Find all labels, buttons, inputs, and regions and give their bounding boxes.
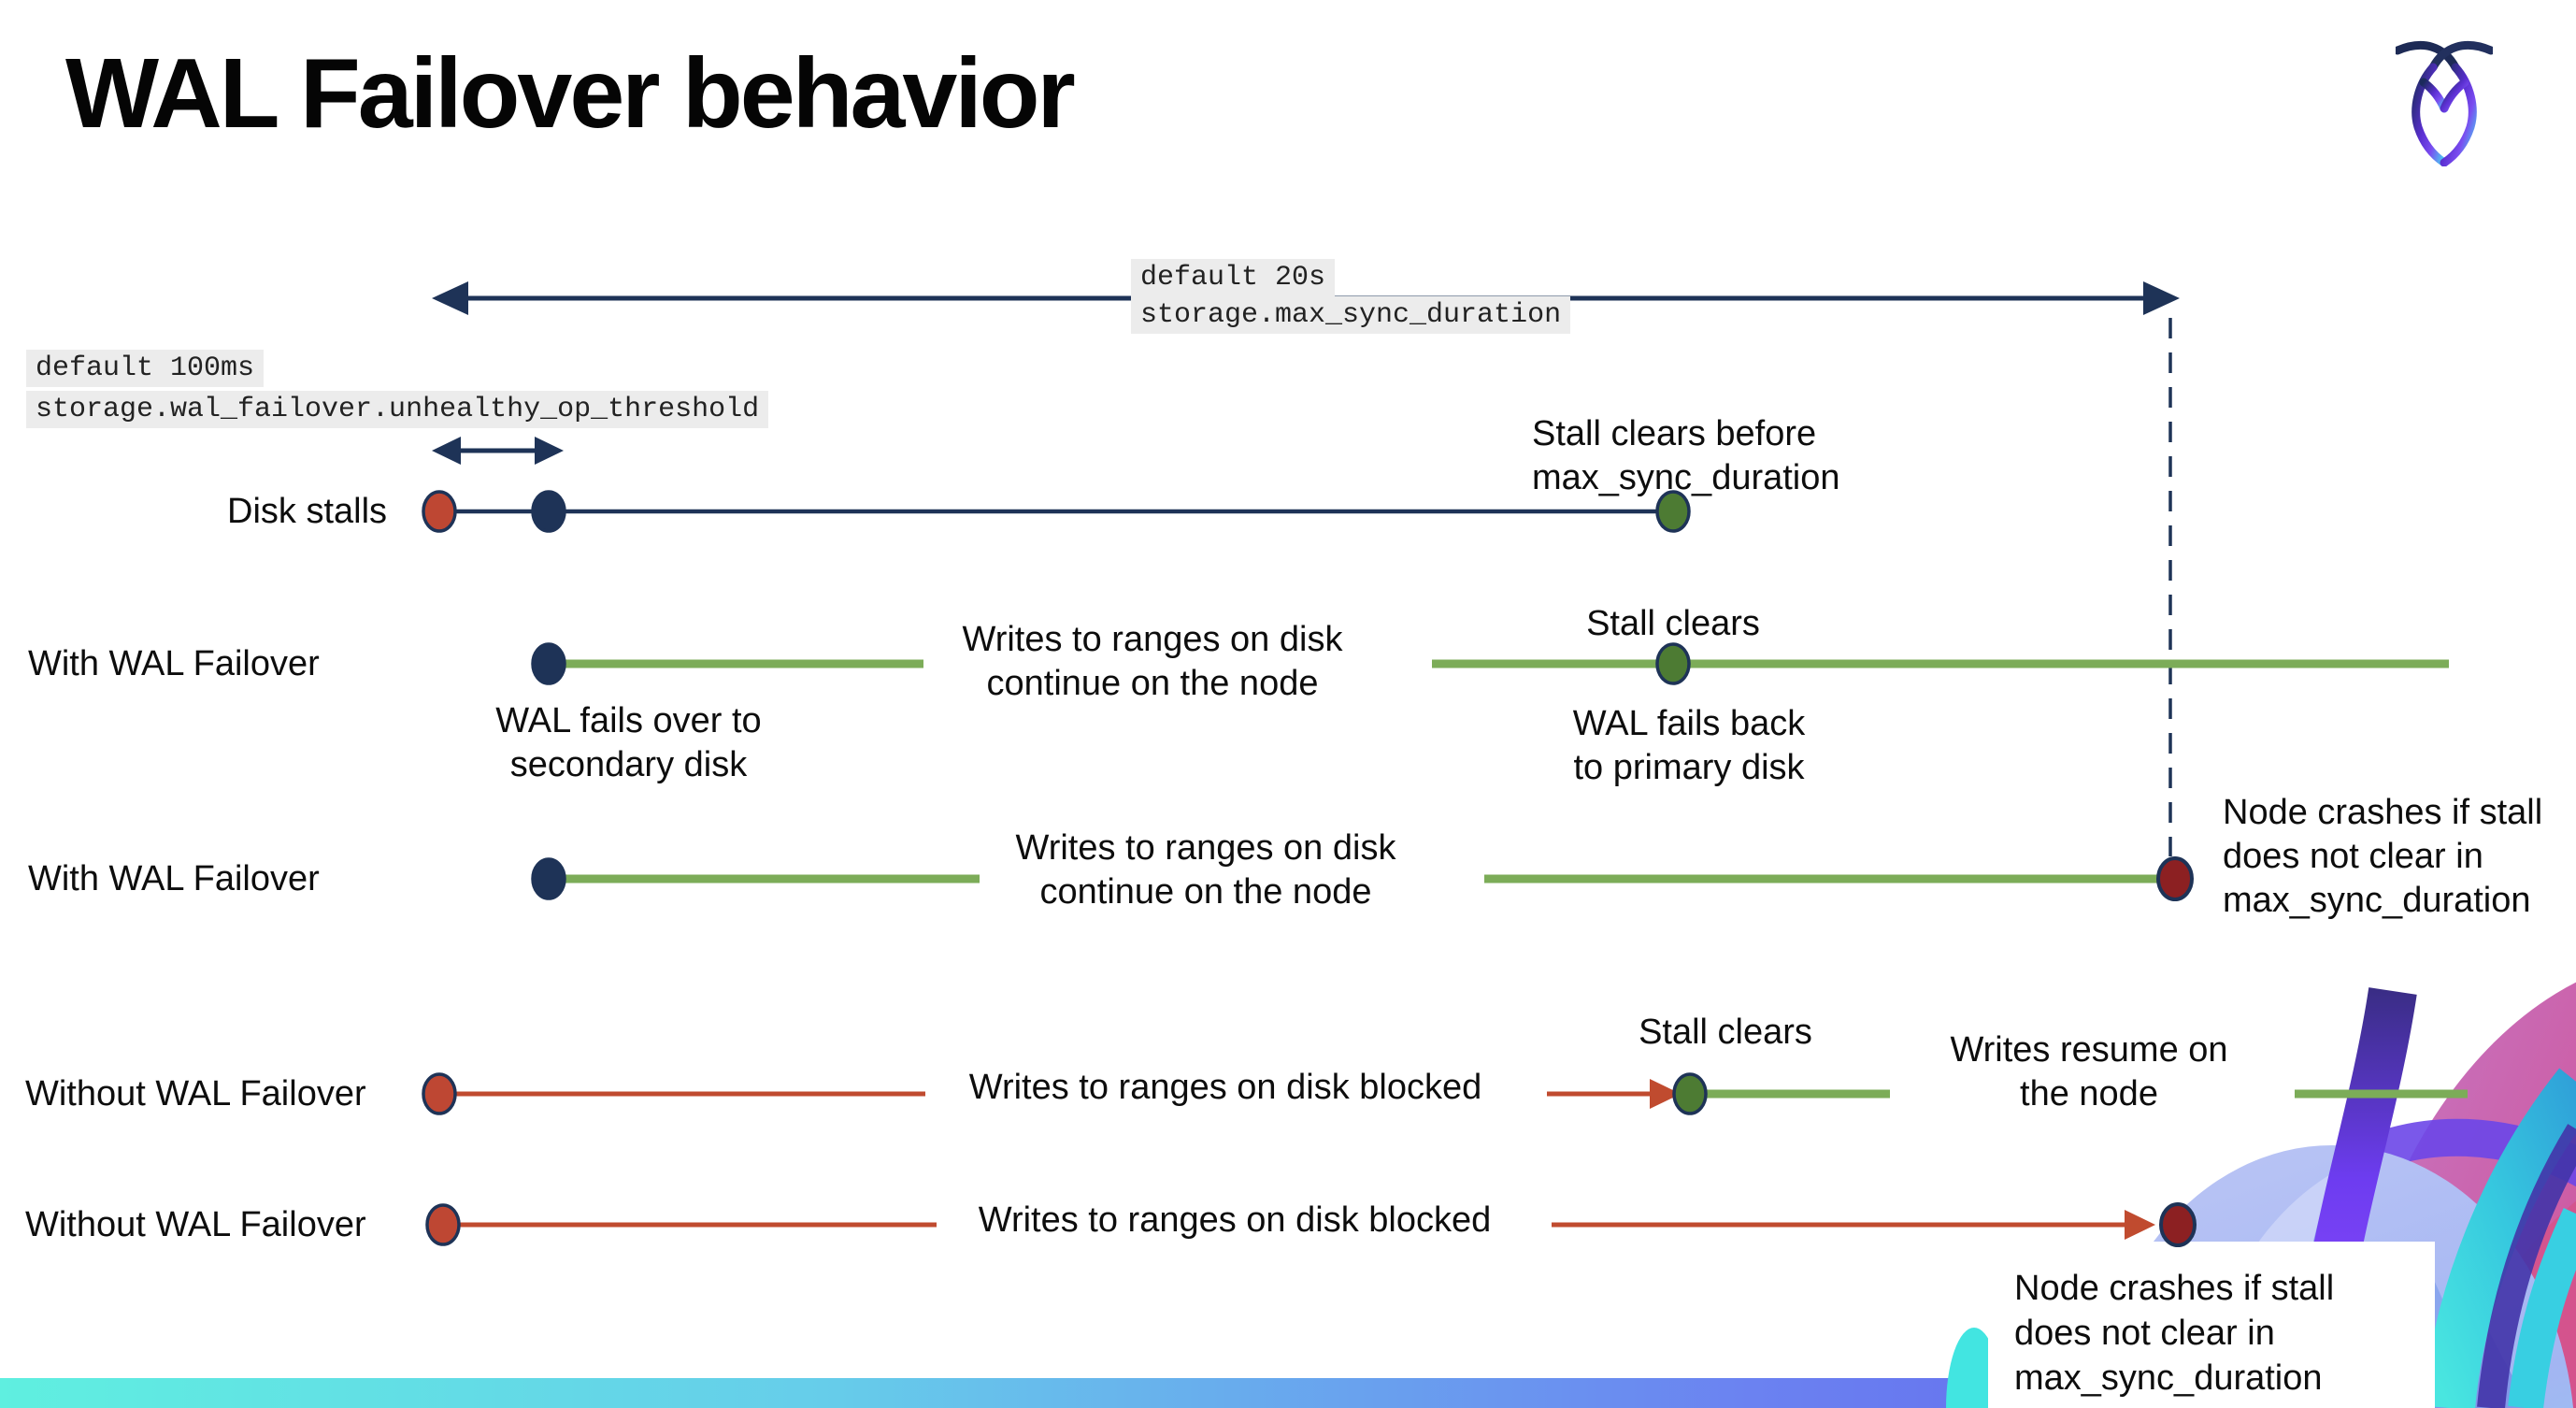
annotation-writes-blocked-2: Writes to ranges on disk blocked [978,1200,1492,1240]
max-sync-setting-label: storage.max_sync_duration [1131,296,1571,334]
annotation-writes-resume: Writes resume on the node [1950,1030,2228,1113]
annotation-writes-continue-1: Writes to ranges on disk continue on the… [962,620,1343,703]
threshold-dot [531,490,566,533]
node-crash-dot [2156,856,2194,901]
annotation-writes-blocked-1: Writes to ranges on disk blocked [968,1068,1482,1107]
page-title: WAL Failover behavior [65,38,1076,149]
row-label-with-failover-2: With WAL Failover [28,859,320,898]
row-label-without-failover-1: Without WAL Failover [25,1074,366,1113]
stall-clear-dot [1672,1072,1708,1115]
node-crash-callout-box: Node crashes if stall does not clear in … [1988,1242,2435,1408]
timeline-with-failover-crash [531,856,2194,901]
timeline-without-failover-clears [422,1072,2468,1115]
annotation-wal-fails-back: WAL fails back to primary disk [1572,704,1806,787]
annotation-node-crashes-right: Node crashes if stall does not clear in … [2223,793,2543,920]
timeline-with-failover-clears [531,642,2449,685]
annotation-stall-clears-2: Stall clears [1639,1013,1812,1052]
stall-clear-dot [1655,490,1691,533]
stall-start-dot [422,1072,457,1115]
node-crash-callout-text: Node crashes if stall does not clear in … [2014,1269,2335,1398]
unhealthy-threshold-default-label: default 100ms [26,350,265,387]
annotation-wal-fails-over: WAL fails over to secondary disk [495,701,762,784]
annotation-stall-clears-1: Stall clears [1586,604,1760,643]
failover-dot [531,642,566,685]
row-label-disk-stalls: Disk stalls [227,492,388,531]
failover-dot [531,857,566,900]
row-label-with-failover-1: With WAL Failover [28,644,320,683]
row-label-without-failover-2: Without WAL Failover [25,1205,366,1244]
node-crash-dot [2159,1202,2197,1247]
annotation-writes-continue-2: Writes to ranges on disk continue on the… [1015,828,1396,912]
timeline-disk-stalls [422,490,1691,533]
max-sync-default-label: default 20s [1131,259,1336,296]
unhealthy-threshold-setting-label: storage.wal_failover.unhealthy_op_thresh… [26,391,769,428]
annotation-stall-clears-before: Stall clears before max_sync_duration [1532,414,1840,497]
cockroachdb-logo-icon [2396,40,2493,166]
stall-clear-dot [1655,642,1691,685]
stall-start-dot [425,1203,461,1246]
unhealthy-op-threshold-arrow [432,437,564,465]
stall-start-dot [422,490,457,533]
timeline-without-failover-crash [425,1202,2197,1247]
